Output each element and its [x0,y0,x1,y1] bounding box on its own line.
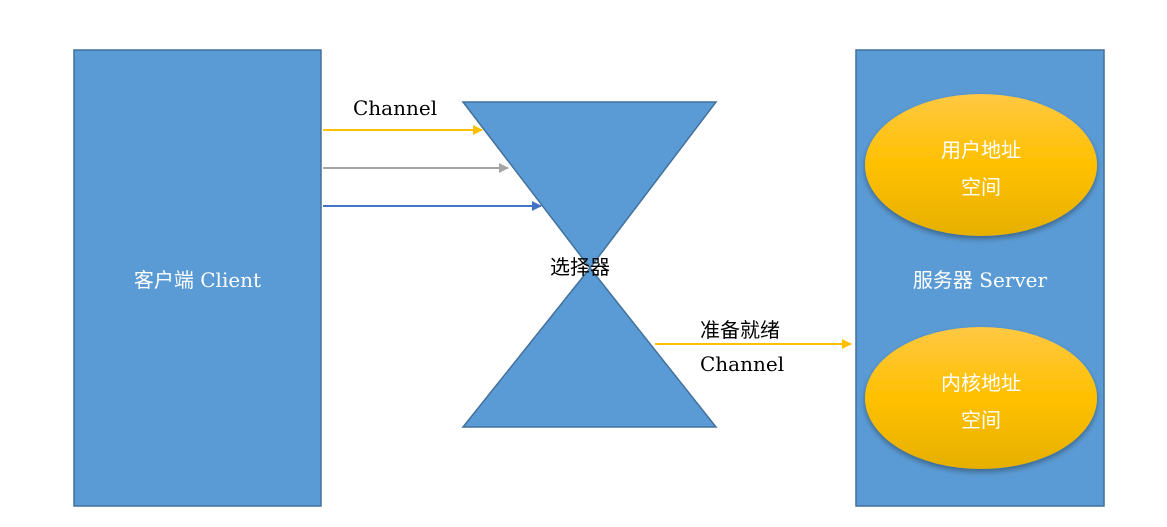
kernel-space-ellipse [865,327,1097,469]
client-label: 客户端 Client [133,268,262,292]
ready-channel-label: Channel [700,352,785,376]
selector-top-triangle [461,101,718,270]
kernel-space-line2: 空间 [961,408,1001,432]
selector-bottom-triangle [461,266,718,428]
incoming-channel-label: Channel [353,96,438,120]
kernel-space-line1: 内核地址 [941,371,1021,395]
client-box [73,49,322,507]
server-label: 服务器 Server [912,268,1048,292]
user-space-line2: 空间 [961,175,1001,199]
ready-label: 准备就绪 [700,318,780,342]
selector-label: 选择器 [550,255,610,279]
user-space-ellipse [865,94,1097,236]
user-space-line1: 用户地址 [941,138,1021,162]
